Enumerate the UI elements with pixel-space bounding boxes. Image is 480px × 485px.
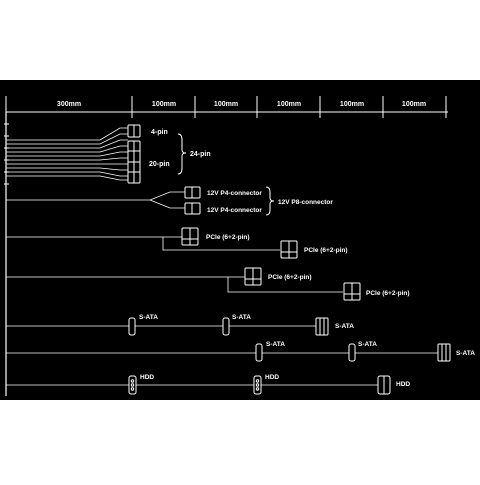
sata-2-connector-3-label: S-ATA	[456, 350, 475, 357]
sata-2-connector-2	[348, 343, 356, 362]
sata-1-connector-2-label: S-ATA	[232, 314, 251, 321]
pcie-1-connector-2	[280, 240, 298, 259]
atx-group-brace	[177, 133, 187, 175]
eps-connector-1-label: 12V P4-connector	[207, 190, 262, 197]
atx-20pin-label: 20-pin	[149, 161, 170, 168]
sata-1-connector-2	[222, 317, 230, 336]
ruler-label-100mm-3: 100mm	[277, 101, 301, 108]
ruler-label-100mm-1: 100mm	[152, 101, 176, 108]
pcie-2-connector-2-label: PCIe (6+2-pin)	[366, 290, 410, 297]
hdd-connector-3	[377, 375, 391, 395]
sata-1-connector-3	[315, 317, 329, 336]
atx-24pin-cable	[6, 127, 128, 181]
atx-20pin-connector	[127, 140, 141, 184]
ruler-label-100mm-4: 100mm	[340, 101, 364, 108]
eps-cable	[6, 191, 185, 209]
eps-connector-1	[184, 186, 201, 199]
sata-2-connector-1-label: S-ATA	[266, 341, 285, 348]
eps-group-brace	[265, 186, 275, 216]
atx-4pin-label: 4-pin	[151, 129, 168, 136]
pcie-1-connector-1	[181, 227, 199, 246]
eps-connector-2-label: 12V P4-connector	[207, 207, 262, 214]
atx-4pin-connector	[127, 124, 141, 138]
hdd-connector-1	[128, 375, 137, 395]
sata-1-connector-3-label: S-ATA	[335, 323, 354, 330]
pcie-2-connector-1	[244, 267, 262, 286]
ruler-label-100mm-5: 100mm	[402, 101, 426, 108]
ruler-label-100mm-2: 100mm	[214, 101, 238, 108]
hdd-connector-3-label: HDD	[396, 381, 410, 388]
ruler-label-300mm: 300mm	[57, 101, 81, 108]
sata-2-connector-2-label: S-ATA	[358, 341, 377, 348]
diagram-background	[0, 80, 480, 400]
hdd-connector-2	[253, 375, 262, 395]
pcie-cable-2	[6, 276, 343, 293]
pcie-1-connector-1-label: PCIe (6+2-pin)	[206, 234, 250, 241]
sata-2-connector-1	[255, 343, 263, 362]
hdd-connector-1-label: HDD	[140, 374, 154, 381]
pcie-cable-1	[6, 236, 280, 251]
pcie-2-connector-2	[343, 282, 361, 301]
eps-connector-2	[184, 202, 201, 215]
atx-24pin-label: 24-pin	[190, 151, 211, 158]
hdd-connector-2-label: HDD	[265, 374, 279, 381]
eps-group-label: 12V P8-connector	[278, 199, 333, 206]
pcie-1-connector-2-label: PCIe (6+2-pin)	[304, 247, 348, 254]
pcie-2-connector-1-label: PCIe (6+2-pin)	[268, 274, 312, 281]
sata-1-connector-1-label: S-ATA	[139, 314, 158, 321]
sata-1-connector-1	[128, 317, 136, 336]
sata-2-connector-3	[437, 343, 451, 362]
